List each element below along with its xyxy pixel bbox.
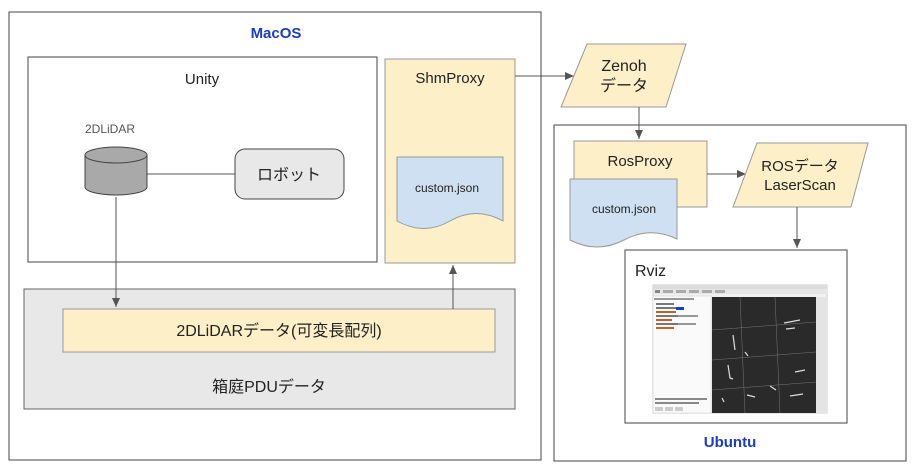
unity-label: Unity xyxy=(185,71,220,88)
lidar-data-buffer-label: 2DLiDARデータ(可変長配列) xyxy=(176,321,381,340)
lidar-label: 2DLiDAR xyxy=(85,122,135,136)
laserscan-label: LaserScan xyxy=(764,177,836,194)
zenoh-data-label: データ xyxy=(600,76,648,95)
shmproxy-config-label: custom.json xyxy=(415,181,479,195)
macos-title: MacOS xyxy=(251,25,302,42)
rosproxy-label: RosProxy xyxy=(607,153,673,170)
shmproxy-label: ShmProxy xyxy=(415,70,485,87)
rosproxy-config-label: custom.json xyxy=(592,202,656,216)
ubuntu-title: Ubuntu xyxy=(704,434,756,451)
rosproxy-config-document xyxy=(569,178,678,248)
lidar-data-buffer xyxy=(62,308,496,353)
ros-data-parallelogram xyxy=(732,142,869,208)
zenoh-data-parallelogram xyxy=(560,43,687,108)
rviz-label: Rviz xyxy=(635,263,666,280)
rviz-screenshot-thumbnail xyxy=(652,284,828,414)
robot-box xyxy=(234,148,345,200)
robot-label: ロボット xyxy=(257,166,321,184)
ros-data-label: ROSデータ xyxy=(761,157,839,175)
zenoh-label: Zenoh xyxy=(601,58,646,75)
lidar-cylinder-icon xyxy=(84,146,148,196)
shmproxy-config-document xyxy=(396,156,504,229)
hakoniwa-pdu-label: 箱庭PDUデータ xyxy=(212,377,326,396)
